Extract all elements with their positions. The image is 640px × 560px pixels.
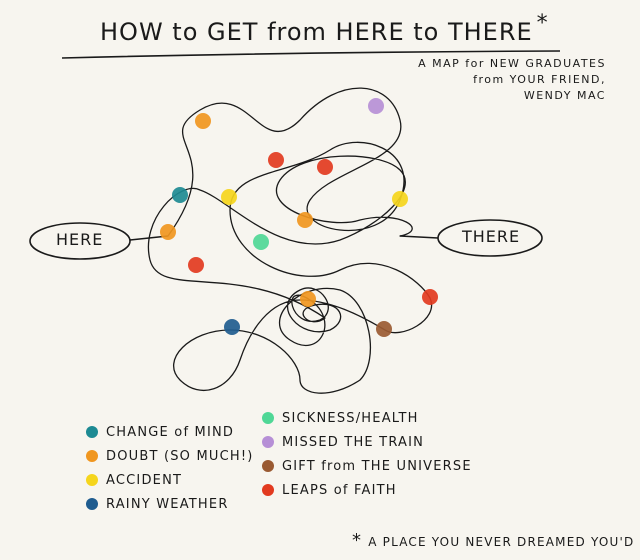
tangled-path [148,88,431,393]
footnote-text: A PLACE YOU NEVER DREAMED YOU'D BE [368,535,640,549]
event-dots [160,98,438,337]
legend-dot [262,484,274,496]
legend-dot [86,498,98,510]
legend-dot [262,436,274,448]
legend-label: SICKNESS/HEALTH [282,411,419,426]
legend-label: GIFT from THE UNIVERSE [282,459,472,474]
title-text: HOW to GET from HERE to THERE [100,18,533,46]
legend-item: SICKNESS/HEALTH [262,406,472,430]
accident-dot [221,189,237,205]
legend-item: CHANGE of MIND [86,420,254,444]
legend-item: GIFT from THE UNIVERSE [262,454,472,478]
leaps-of-faith-dot [268,152,284,168]
subtitle-line: WENDY MAC [326,88,606,104]
legend-label: DOUBT (SO MUCH!) [106,449,254,464]
here-label: HERE [56,230,103,249]
subtitle-line: A MAP for NEW GRADUATES [326,56,606,72]
map-title: HOW to GET from HERE to THERE* [100,18,549,46]
legend-dot [86,450,98,462]
leaps-of-faith-dot [317,159,333,175]
subtitle: A MAP for NEW GRADUATES from YOUR FRIEND… [326,56,606,104]
subtitle-line: from YOUR FRIEND, [326,72,606,88]
legend-left: CHANGE of MIND DOUBT (SO MUCH!) ACCIDENT RA… [86,420,254,516]
doubt-dot [297,212,313,228]
legend-dot [86,474,98,486]
legend-item: RAINY WEATHER [86,492,254,516]
rainy-weather-dot [224,319,240,335]
change-of-mind-dot [172,187,188,203]
gift-from-the-universe-dot [376,321,392,337]
footnote-asterisk: * [352,530,362,551]
doubt-dot [160,224,176,240]
there-label: THERE [462,227,520,246]
legend-item: MISSED THE TRAIN [262,430,472,454]
doubt-dot [195,113,211,129]
sickness-health-dot [253,234,269,250]
doubt-dot [300,291,316,307]
legend-label: RAINY WEATHER [106,497,229,512]
legend-label: ACCIDENT [106,473,182,488]
legend-dot [86,426,98,438]
legend-dot [262,412,274,424]
there-connector [400,236,438,238]
title-asterisk: * [537,11,549,36]
footnote: * A PLACE YOU NEVER DREAMED YOU'D BE [352,530,640,551]
legend-label: CHANGE of MIND [106,425,234,440]
legend-item: LEAPS of FAITH [262,478,472,502]
legend-right: SICKNESS/HEALTH MISSED THE TRAIN GIFT from… [262,406,472,502]
leaps-of-faith-dot [422,289,438,305]
legend-item: ACCIDENT [86,468,254,492]
legend-item: DOUBT (SO MUCH!) [86,444,254,468]
leaps-of-faith-dot [188,257,204,273]
legend-dot [262,460,274,472]
legend-label: LEAPS of FAITH [282,483,397,498]
accident-dot [392,191,408,207]
legend-label: MISSED THE TRAIN [282,435,424,450]
